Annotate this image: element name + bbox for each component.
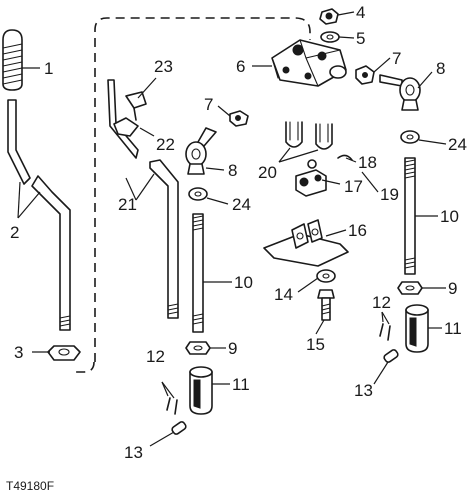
part-20-u-bolts [285,121,333,150]
callout-9-right: 9 [448,279,457,298]
part-8-ball-joint-right [379,74,421,111]
assembly-group-boundary-left [72,361,95,373]
callout-3: 3 [14,343,23,362]
callout-19: 19 [380,185,399,204]
part-23-bracket [125,91,147,121]
part-21-rods [107,79,179,319]
part-13-pin-center [171,421,187,435]
figure-id: T49180F [6,479,54,493]
part-9-nut-right [397,281,423,295]
part-4-nut [319,8,339,25]
callout-15: 15 [306,335,325,354]
callout-18: 18 [358,153,377,172]
callout-5: 5 [356,29,365,48]
leader-lines [17,11,447,447]
callout-14: 14 [274,285,293,304]
part-7-nut-center [229,110,249,127]
part-5-washer [320,31,340,43]
callout-24-center: 24 [232,195,251,214]
callout-10-right: 10 [440,207,459,226]
callout-23: 23 [154,57,173,76]
part-14-washer [316,269,336,283]
part-15-bolt [317,289,335,321]
callout-9-center: 9 [228,339,237,358]
callout-4: 4 [356,3,365,22]
callout-10-center: 10 [234,273,253,292]
part-10-rod-right [404,157,416,275]
part-24-washer-right [400,130,420,144]
callout-2: 2 [10,223,19,242]
part-11-clevis-right [405,304,429,353]
part-3-nut [47,345,81,361]
part-10-rod-center [192,213,204,333]
callout-22: 22 [156,135,175,154]
callout-17: 17 [344,177,363,196]
part-17-19-cross-block [295,154,353,197]
callout-13-right: 13 [354,381,373,400]
part-22-clip [113,117,139,137]
part-7-nut-upper [355,65,375,85]
callout-11-right: 11 [444,319,462,338]
callout-7-center: 7 [204,95,213,114]
callout-11-center: 11 [232,375,250,394]
callout-8-center: 8 [228,161,237,180]
callout-20: 20 [258,163,277,182]
callout-labels: 1 2 3 4 5 6 7 8 24 10 9 12 11 13 7 8 24 … [10,3,467,462]
callout-6: 6 [236,57,245,76]
part-12-pins-center [166,397,178,415]
part-13-pin-right [383,349,399,363]
part-24-washer-center [188,187,208,201]
callout-12-center: 12 [146,347,165,366]
callout-16: 16 [348,221,367,240]
part-8-ball-joint-center [185,127,217,175]
part-6-housing [271,39,347,87]
part-9-nut-center [185,341,211,355]
part-1-shift-knob [2,29,23,91]
part-12-pins-right [379,323,391,341]
callout-8-right: 8 [436,59,445,78]
callout-24-right: 24 [448,135,467,154]
assembly-group-boundary [94,17,311,362]
part-11-clevis-center [189,366,213,415]
part-2-shift-lever [7,99,71,331]
callout-12-right: 12 [372,293,391,312]
callout-1: 1 [44,59,53,78]
callout-13-center: 13 [124,443,143,462]
callout-21: 21 [118,195,137,214]
callout-7-upper: 7 [392,49,401,68]
part-16-pivot-bracket [263,219,349,267]
